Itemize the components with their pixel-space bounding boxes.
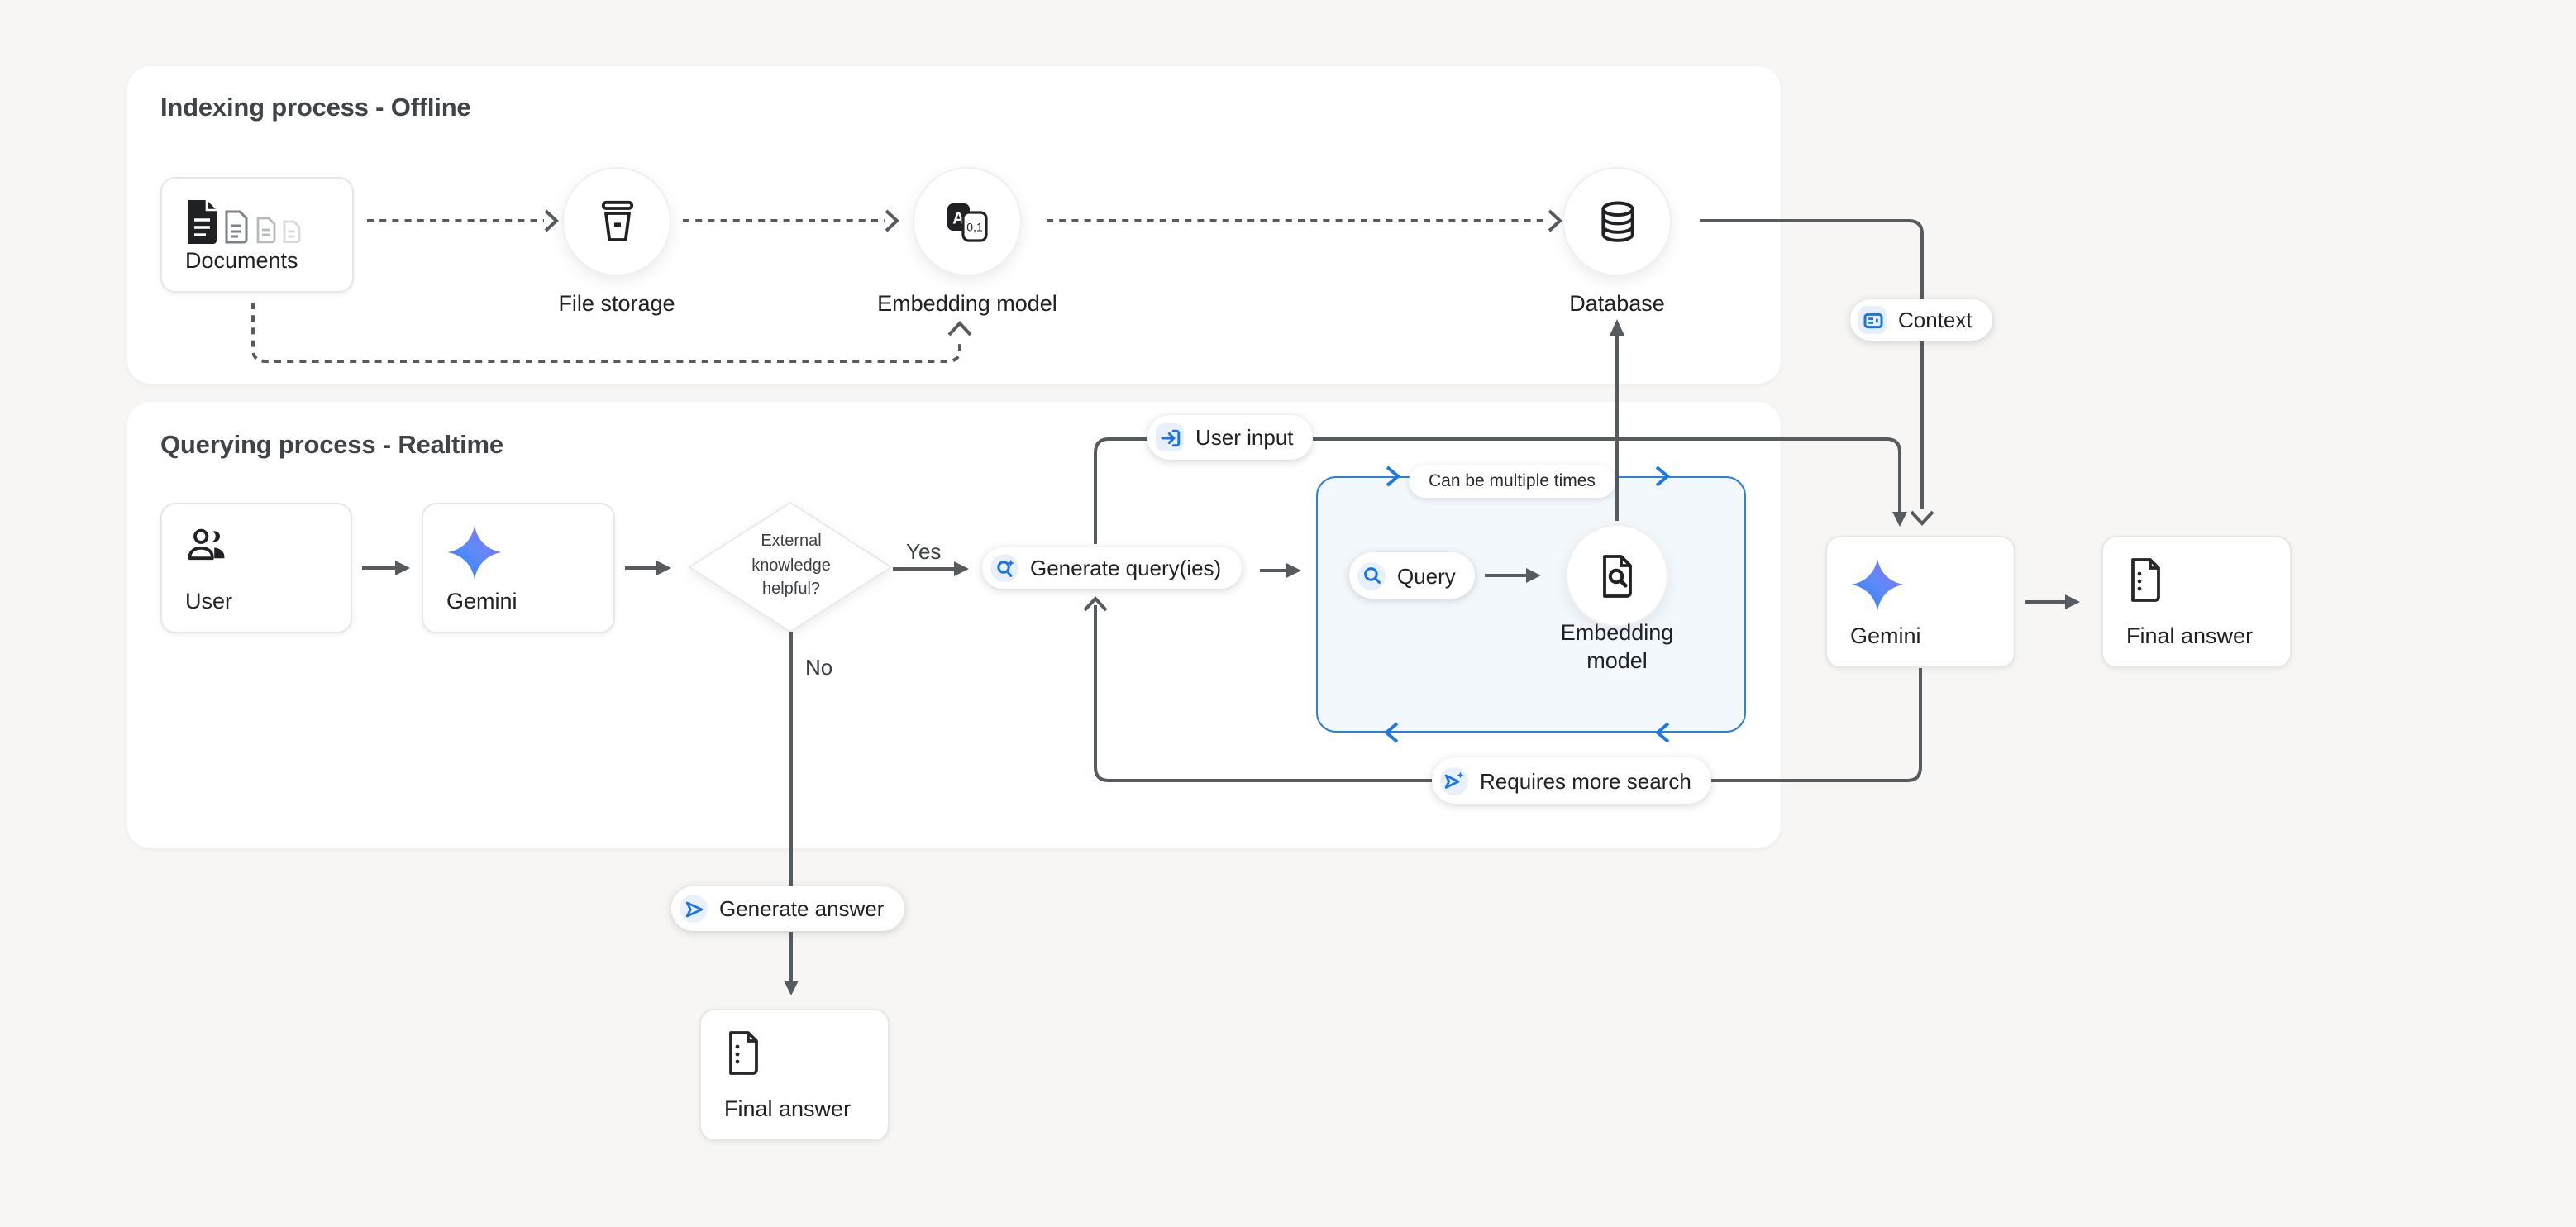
final-answer-right-label: Final answer [2126,623,2290,648]
generate-queries-pill[interactable]: Generate query(ies) [982,547,1241,589]
file-storage-label: File storage [435,291,799,316]
gemini-star-icon [1850,557,1905,612]
documents-node[interactable]: Documents [160,177,354,293]
documents-label: Documents [185,248,352,273]
context-card-icon [1858,306,1887,334]
input-icon [1156,423,1184,451]
user-input-label: User input [1195,425,1294,450]
file-storage-node[interactable] [562,167,671,276]
document-list-icon [724,1030,764,1077]
embedding-model-offline-node[interactable]: A 0,1 [913,167,1022,276]
retrieval-loop-box [1316,476,1746,733]
decision-text: External knowledge helpful? [691,531,891,603]
generate-answer-pill[interactable]: Generate answer [671,886,904,931]
generate-answer-label: Generate answer [719,896,884,921]
context-pill[interactable]: Context [1850,299,1992,341]
user-node[interactable]: User [160,503,352,633]
svg-text:0,1: 0,1 [966,219,982,232]
storage-bucket-icon [596,200,637,243]
gemini-answer-label: Gemini [1850,623,2014,648]
querying-panel-title: Querying process - Realtime [160,432,503,461]
search-icon [1357,561,1386,590]
requires-more-search-label: Requires more search [1480,768,1691,793]
users-icon [185,524,235,566]
embedding-model-query-node[interactable] [1566,524,1668,627]
send-icon [680,895,708,923]
final-answer-right-node[interactable]: Final answer [2101,536,2292,668]
gemini-query-node[interactable]: Gemini [422,503,615,633]
query-pill[interactable]: Query [1349,552,1476,599]
final-answer-bottom-node[interactable]: Final answer [699,1009,890,1141]
context-label: Context [1898,308,1973,332]
generate-queries-label: Generate query(ies) [1030,556,1221,580]
document-search-icon [1596,553,1638,598]
indexing-panel-title: Indexing process - Offline [160,94,471,124]
gemini-answer-node[interactable]: Gemini [1825,536,2015,668]
search-spark-icon [990,554,1018,582]
document-list-icon [2126,557,2166,604]
embedding-model-query-label: Embedding model [1435,620,1799,675]
query-label: Query [1397,563,1456,588]
user-input-pill[interactable]: User input [1147,415,1314,460]
database-label: Database [1435,291,1799,316]
can-be-multiple-times-pill: Can be multiple times [1409,465,1615,498]
database-node[interactable] [1562,167,1672,276]
user-label: User [185,589,351,614]
database-icon [1596,199,1638,244]
edge-label-no: No [805,655,832,680]
gemini-query-label: Gemini [446,589,613,614]
edge-label-yes: Yes [906,539,941,564]
requires-more-search-pill[interactable]: Requires more search [1432,757,1711,804]
embedding-model-offline-label: Embedding model [785,291,1149,316]
gemini-star-icon [446,524,503,580]
final-answer-bottom-label: Final answer [724,1096,888,1121]
translate-tokens-icon: A 0,1 [945,201,990,242]
send-spark-icon [1440,766,1468,795]
documents-icon [185,198,324,246]
can-be-multiple-times-label: Can be multiple times [1429,471,1596,491]
